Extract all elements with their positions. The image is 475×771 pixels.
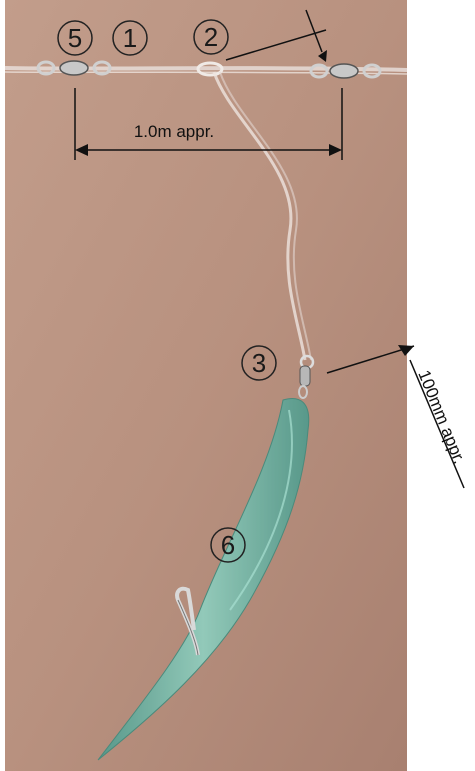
svg-text:1: 1: [123, 23, 137, 53]
svg-text:2: 2: [204, 22, 218, 52]
svg-text:5: 5: [68, 23, 82, 53]
svg-text:3: 3: [252, 348, 266, 378]
drop-label: 100mm appr.: [414, 367, 469, 466]
span-label: 1.0m appr.: [134, 122, 214, 141]
svg-text:6: 6: [221, 530, 235, 560]
